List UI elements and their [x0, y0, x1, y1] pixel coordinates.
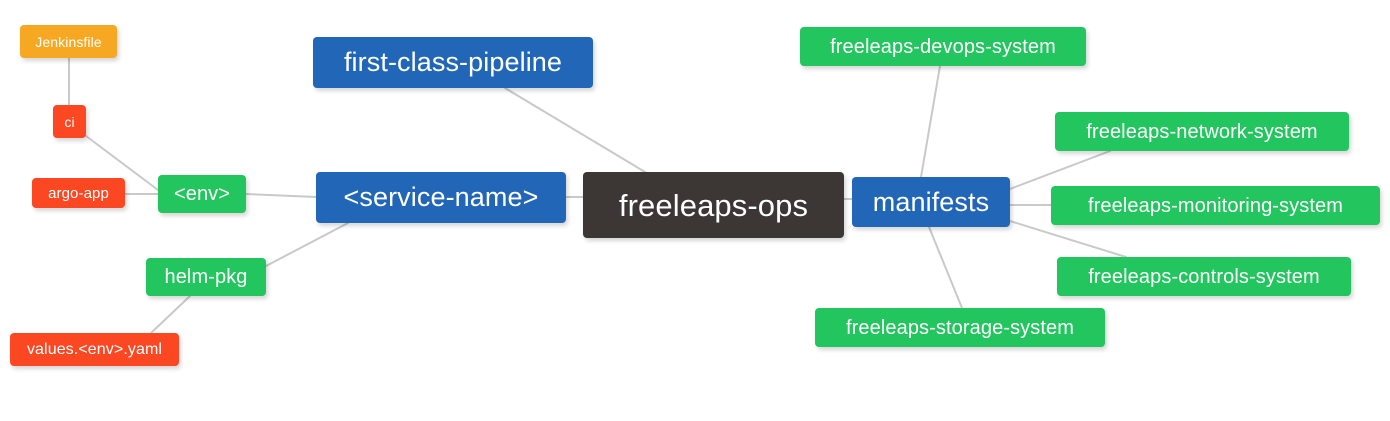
node-helm-pkg[interactable]: helm-pkg	[146, 258, 266, 296]
node-values-env-yaml[interactable]: values.<env>.yaml	[10, 333, 179, 366]
node-freeleaps-storage-system[interactable]: freeleaps-storage-system	[815, 308, 1105, 347]
edge-manifests-to-freeleaps-storage-system	[928, 226, 963, 309]
edge-env-to-service-name	[245, 193, 317, 198]
node-freeleaps-controls-system[interactable]: freeleaps-controls-system	[1057, 257, 1351, 296]
edge-first-class-pipeline-to-freeleaps-ops	[504, 87, 646, 173]
node-manifests[interactable]: manifests	[852, 177, 1010, 227]
node-label: freeleaps-storage-system	[845, 316, 1075, 339]
node-label: Jenkinsfile	[35, 33, 102, 50]
node-freeleaps-network-system[interactable]: freeleaps-network-system	[1055, 112, 1349, 151]
edge-manifests-to-freeleaps-devops-system	[920, 65, 941, 178]
node-label: first-class-pipeline	[343, 47, 563, 77]
node-first-class-pipeline[interactable]: first-class-pipeline	[313, 37, 593, 88]
node-label: manifests	[872, 186, 990, 217]
node-freeleaps-ops[interactable]: freeleaps-ops	[583, 172, 844, 238]
node-label: <env>	[173, 183, 231, 205]
edge-helm-pkg-to-service-name	[265, 222, 349, 267]
node-label: ci	[64, 113, 75, 130]
node-label: argo-app	[48, 184, 109, 202]
node-ci[interactable]: ci	[53, 105, 86, 138]
node-label: helm-pkg	[164, 266, 248, 288]
node-label: <service-name>	[343, 182, 539, 212]
node-label: freeleaps-devops-system	[830, 35, 1056, 58]
node-jenkinsfile[interactable]: Jenkinsfile	[20, 25, 117, 58]
node-env[interactable]: <env>	[158, 175, 246, 213]
node-label: freeleaps-monitoring-system	[1087, 194, 1343, 217]
node-freeleaps-devops-system[interactable]: freeleaps-devops-system	[800, 27, 1086, 66]
edge-values-env-yaml-to-helm-pkg	[150, 295, 191, 334]
node-label: freeleaps-ops	[618, 187, 809, 223]
node-freeleaps-monitoring-system[interactable]: freeleaps-monitoring-system	[1051, 186, 1380, 225]
node-service-name[interactable]: <service-name>	[316, 172, 566, 223]
node-label: freeleaps-controls-system	[1088, 265, 1320, 288]
edge-manifests-to-freeleaps-controls-system	[1009, 220, 1127, 258]
node-label: values.<env>.yaml	[26, 340, 163, 358]
node-label: freeleaps-network-system	[1086, 120, 1318, 143]
edge-manifests-to-freeleaps-network-system	[1009, 150, 1111, 190]
node-argo-app[interactable]: argo-app	[32, 178, 125, 208]
